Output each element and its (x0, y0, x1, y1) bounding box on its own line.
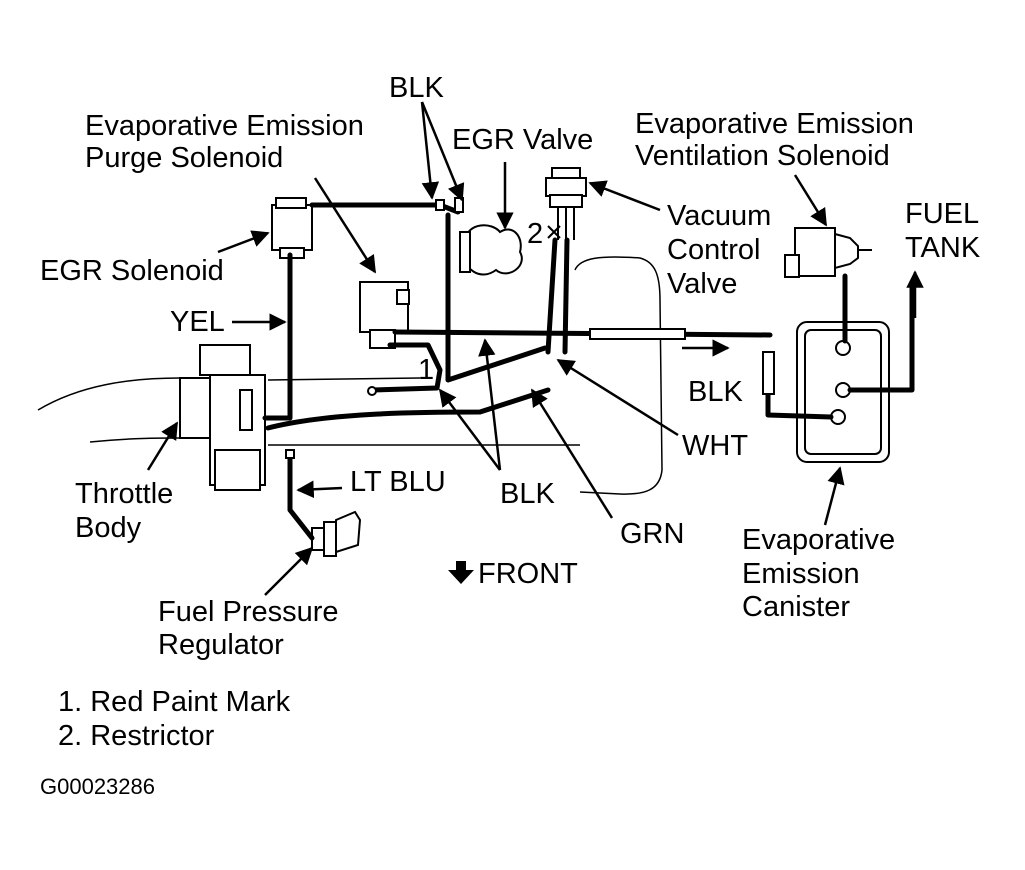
ventilation-solenoid (784, 227, 872, 278)
hose-fittings (285, 197, 775, 459)
legend-item: 1. Red Paint Mark (58, 686, 291, 718)
label-canister-line3: Canister (742, 591, 850, 623)
purge-solenoid (359, 281, 410, 349)
callout-2: 2 (527, 218, 544, 250)
hose-purge (392, 329, 773, 338)
label-vacuum-control-line3: Valve (667, 268, 738, 300)
hose-blk-upper (445, 212, 548, 383)
label-blk-top: BLK (389, 72, 444, 104)
label-canister-line1: Evaporative (742, 524, 896, 556)
hose-blk-1 (369, 342, 443, 393)
label-fuel-tank-line2: TANK (905, 232, 981, 264)
label-regulator-line1: Fuel Pressure (158, 596, 339, 628)
label-grn: GRN (620, 518, 685, 550)
restrictor-icon (547, 225, 561, 239)
down-arrow-icon (448, 561, 474, 584)
vacuum-hoses (262, 202, 915, 541)
label-wht: WHT (682, 430, 749, 462)
hose-fuel-tank (847, 282, 915, 393)
hose-blk-main (265, 387, 551, 431)
label-vacuum-control-line1: Vacuum (667, 200, 772, 232)
label-fuel-tank-line1: FUEL (905, 198, 980, 230)
vacuum-control-valve (545, 167, 587, 240)
label-lt-blu: LT BLU (350, 466, 446, 498)
label-yel: YEL (170, 306, 225, 338)
evaporative-emission-canister (796, 321, 890, 463)
callout-1: 1 (418, 354, 435, 386)
engine-outline (37, 256, 663, 495)
label-purge-solenoid-line2: Purge Solenoid (85, 142, 284, 174)
legend-item: 2. Restrictor (58, 720, 215, 752)
hose-grn (562, 237, 570, 355)
label-canister-line2: Emission (742, 558, 860, 590)
hose-wht (545, 237, 558, 355)
label-purge-solenoid-line1: Evaporative Emission (85, 110, 364, 142)
hose-lt-blu (287, 449, 315, 541)
hose-yel (262, 252, 293, 421)
label-vacuum-control-line2: Control (667, 234, 761, 266)
label-vent-solenoid-line1: Evaporative Emission (635, 108, 914, 140)
egr-valve (459, 224, 523, 276)
figure-id: G00023286 (40, 774, 155, 799)
leader-arrows (146, 101, 924, 596)
label-front: FRONT (478, 558, 578, 590)
label-blk-bottom: BLK (500, 478, 555, 510)
label-regulator-line2: Regulator (158, 629, 284, 661)
label-throttle-body-line1: Throttle (75, 478, 174, 510)
egr-solenoid (271, 197, 313, 259)
label-egr-valve: EGR Valve (452, 124, 594, 156)
fuel-pressure-regulator (311, 510, 362, 557)
label-blk-right: BLK (688, 376, 743, 408)
throttle-body (179, 344, 266, 491)
label-egr-solenoid: EGR Solenoid (40, 255, 224, 287)
label-throttle-body-line2: Body (75, 512, 142, 544)
label-vent-solenoid-line2: Ventilation Solenoid (635, 140, 890, 172)
